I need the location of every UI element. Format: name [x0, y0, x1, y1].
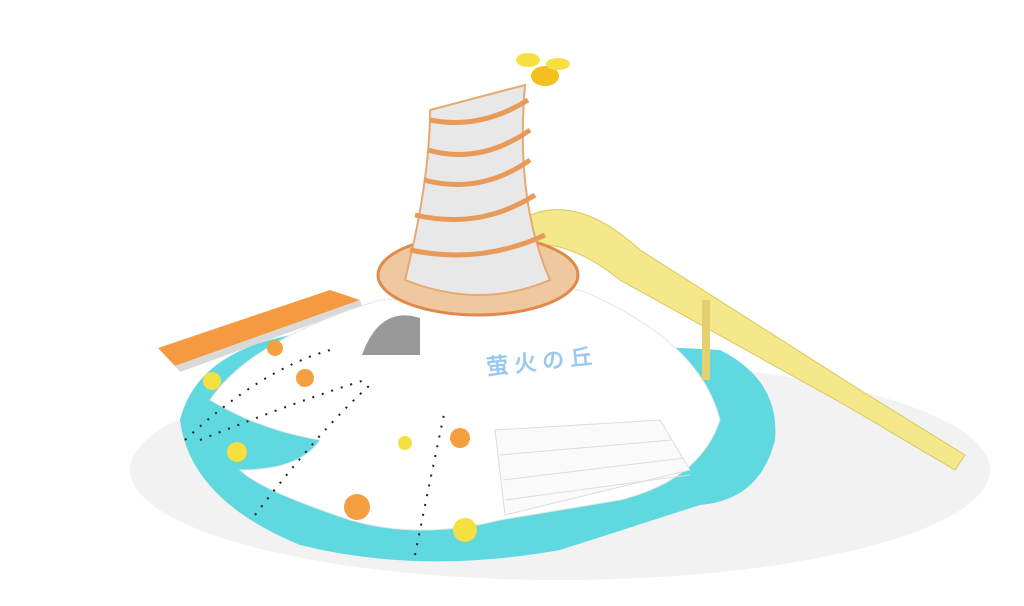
slide-support-post — [702, 300, 710, 380]
left-slide-side — [175, 300, 362, 372]
climbing-ropes — [184, 349, 446, 556]
stairs — [494, 419, 691, 516]
left-slide — [158, 290, 360, 366]
spiral-tower — [403, 83, 552, 296]
tower-spiral-bands — [409, 97, 547, 258]
bee-sculpture — [516, 53, 570, 86]
arch-opening — [362, 315, 420, 355]
climbing-holds — [203, 340, 477, 542]
yellow-tube-slide — [529, 209, 966, 471]
